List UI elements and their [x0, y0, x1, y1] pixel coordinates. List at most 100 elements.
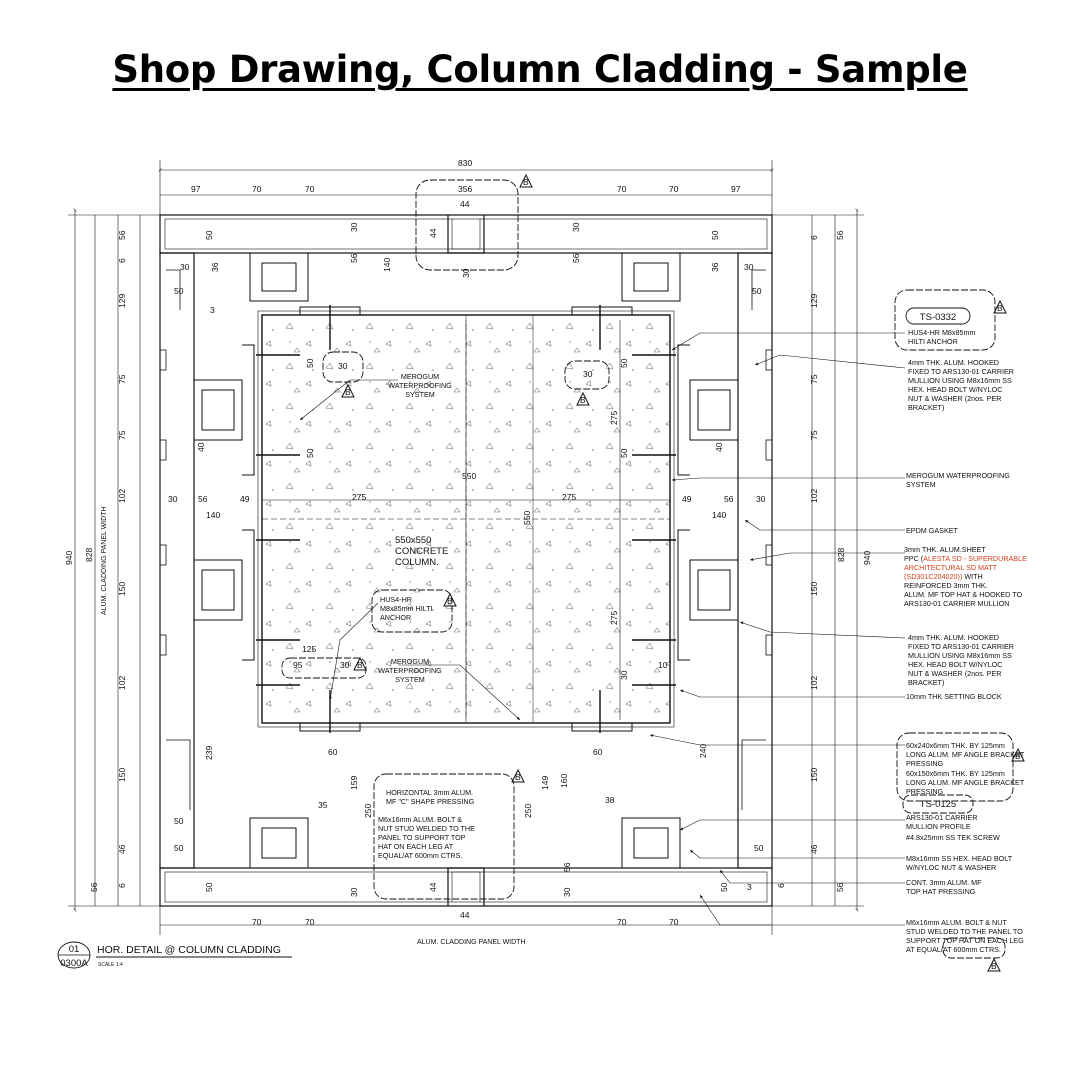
svg-text:HEX. HEAD BOLT W/NYLOC: HEX. HEAD BOLT W/NYLOC	[908, 660, 1002, 669]
svg-text:30: 30	[744, 262, 754, 272]
svg-text:150: 150	[117, 768, 127, 782]
svg-text:60: 60	[328, 747, 338, 757]
svg-text:149: 149	[540, 776, 550, 790]
svg-text:830: 830	[458, 158, 472, 168]
detail-title: 01 0300A HOR. DETAIL @ COLUMN CLADDING S…	[57, 941, 292, 969]
svg-text:250: 250	[523, 804, 533, 818]
svg-text:40: 40	[196, 442, 206, 452]
svg-text:HAT ON EACH LEG AT: HAT ON EACH LEG AT	[378, 842, 454, 851]
svg-text:ANCHOR: ANCHOR	[380, 613, 411, 622]
svg-text:PPC (ALESTA SD - SUPERDURABLE: PPC (ALESTA SD - SUPERDURABLE	[904, 554, 1027, 563]
callout-setting-block: 10mm THK SETTING BLOCK	[906, 692, 1002, 701]
svg-text:50: 50	[204, 882, 214, 892]
svg-text:50: 50	[204, 230, 214, 240]
svg-text:70: 70	[669, 917, 679, 927]
callout-waterproofing: MEROGUM WATERPROOFING SYSTEM	[906, 471, 1010, 489]
svg-text:140: 140	[712, 510, 726, 520]
svg-text:125: 125	[302, 644, 316, 654]
svg-text:WATERPROOFING: WATERPROOFING	[388, 381, 452, 390]
svg-text:50: 50	[619, 448, 629, 458]
svg-text:ARS130-01 CARRIER: ARS130-01 CARRIER	[906, 813, 978, 822]
svg-text:150: 150	[117, 582, 127, 596]
svg-text:56: 56	[89, 882, 99, 892]
svg-text:129: 129	[117, 294, 127, 308]
corner-brackets	[193, 252, 739, 869]
svg-text:HEX. HEAD BOLT W/NYLOC: HEX. HEAD BOLT W/NYLOC	[908, 385, 1002, 394]
svg-text:M8x85mm HILTI: M8x85mm HILTI	[380, 604, 433, 613]
svg-text:SCALE 1:4: SCALE 1:4	[98, 962, 123, 968]
anchors	[256, 305, 676, 733]
svg-text:HORIZONTAL 3mm ALUM.: HORIZONTAL 3mm ALUM.	[386, 788, 473, 797]
svg-text:6: 6	[117, 258, 127, 263]
svg-text:102: 102	[809, 489, 819, 503]
waterproofing-label-bottom: MEROGUM WATERPROOFING SYSTEM	[378, 657, 442, 684]
tag-ts-0332: TS-0332	[905, 307, 971, 325]
svg-text:30: 30	[349, 887, 359, 897]
svg-text:50: 50	[174, 286, 184, 296]
left-cladding-panel	[159, 252, 195, 869]
svg-text:102: 102	[117, 676, 127, 690]
svg-text:FIXED TO ARS130-01 CARRIER: FIXED TO ARS130-01 CARRIER	[908, 642, 1014, 651]
svg-text:44: 44	[428, 882, 438, 892]
svg-text:56: 56	[571, 253, 581, 263]
svg-text:B: B	[357, 660, 363, 670]
svg-text:40: 40	[714, 442, 724, 452]
svg-text:30: 30	[340, 660, 350, 670]
svg-text:01: 01	[69, 944, 80, 955]
svg-text:TS-0332: TS-0332	[920, 312, 956, 323]
svg-text:10: 10	[658, 660, 668, 670]
svg-text:97: 97	[191, 184, 201, 194]
svg-text:TOP HAT PRESSING: TOP HAT PRESSING	[906, 887, 976, 896]
svg-text:50: 50	[710, 230, 720, 240]
svg-text:940: 940	[862, 551, 872, 565]
svg-text:50: 50	[305, 358, 315, 368]
svg-text:50: 50	[754, 843, 764, 853]
revision-clouds	[281, 179, 1014, 959]
svg-text:30: 30	[619, 670, 629, 680]
page-title: Shop Drawing, Column Cladding - Sample	[112, 48, 968, 91]
svg-text:SYSTEM: SYSTEM	[405, 390, 435, 399]
svg-text:150: 150	[809, 582, 819, 596]
svg-text:70: 70	[252, 917, 262, 927]
svg-text:275: 275	[609, 611, 619, 625]
svg-text:10mm THK SETTING BLOCK: 10mm THK SETTING BLOCK	[906, 692, 1002, 701]
svg-text:30: 30	[756, 494, 766, 504]
right-dimension-labels: 940 828 56 6 129 75 75 102 150 102 150 4…	[776, 230, 872, 892]
svg-text:56: 56	[835, 882, 845, 892]
svg-text:50: 50	[719, 882, 729, 892]
svg-text:56: 56	[835, 230, 845, 240]
top-dimension-labels: 830 97 70 70 356 70 70 97 44	[191, 158, 741, 209]
svg-text:B: B	[447, 596, 453, 606]
svg-text:ALUM. CLADDING PANEL WIDTH: ALUM. CLADDING PANEL WIDTH	[417, 939, 526, 946]
svg-text:60x150x6mm THK. BY 125mm: 60x150x6mm THK. BY 125mm	[906, 769, 1005, 778]
svg-text:MF "C" SHAPE PRESSING: MF "C" SHAPE PRESSING	[386, 797, 475, 806]
svg-text:102: 102	[809, 676, 819, 690]
svg-text:49: 49	[240, 494, 250, 504]
inner-dimension-labels: 140 30 550 275 275 550 275 275 30 50 3 5…	[168, 222, 766, 897]
svg-text:ARS130-01 CARRIER MULLION: ARS130-01 CARRIER MULLION	[904, 599, 1009, 608]
svg-text:M6x16mm ALUM. BOLT &: M6x16mm ALUM. BOLT &	[378, 815, 462, 824]
svg-text:3: 3	[747, 882, 752, 892]
svg-text:30: 30	[571, 222, 581, 232]
anchor-label: HUS4-HR M8x85mm HILTI ANCHOR	[380, 595, 433, 622]
svg-text:NUT & WASHER (2nos. PER: NUT & WASHER (2nos. PER	[908, 669, 1001, 678]
svg-text:240: 240	[698, 744, 708, 758]
svg-text:550x550: 550x550	[395, 535, 431, 546]
svg-text:46: 46	[809, 844, 819, 854]
svg-text:HOR. DETAIL @ COLUMN CLADDING: HOR. DETAIL @ COLUMN CLADDING	[97, 944, 281, 956]
svg-text:HUS4-HR M8x85mm: HUS4-HR M8x85mm	[908, 328, 976, 337]
svg-text:#4.8x25mm SS TEK SCREW: #4.8x25mm SS TEK SCREW	[906, 833, 1000, 842]
svg-text:239: 239	[204, 746, 214, 760]
svg-text:MULLION PROFILE: MULLION PROFILE	[906, 822, 971, 831]
svg-text:BRACKET): BRACKET)	[908, 678, 944, 687]
svg-text:REINFORCED 3mm THK.: REINFORCED 3mm THK.	[904, 581, 988, 590]
svg-text:M6x16mm ALUM. BOLT & NUT: M6x16mm ALUM. BOLT & NUT	[906, 918, 1007, 927]
svg-text:940: 940	[64, 551, 74, 565]
svg-text:75: 75	[117, 374, 127, 384]
svg-text:50: 50	[174, 816, 184, 826]
svg-text:95: 95	[293, 660, 303, 670]
callout-top-hat: CONT. 3mm ALUM. MF TOP HAT PRESSING	[906, 878, 982, 896]
svg-text:PRESSING: PRESSING	[906, 759, 944, 768]
callout-bolt-stud: M6x16mm ALUM. BOLT & NUT STUD WELDED TO …	[906, 918, 1024, 954]
